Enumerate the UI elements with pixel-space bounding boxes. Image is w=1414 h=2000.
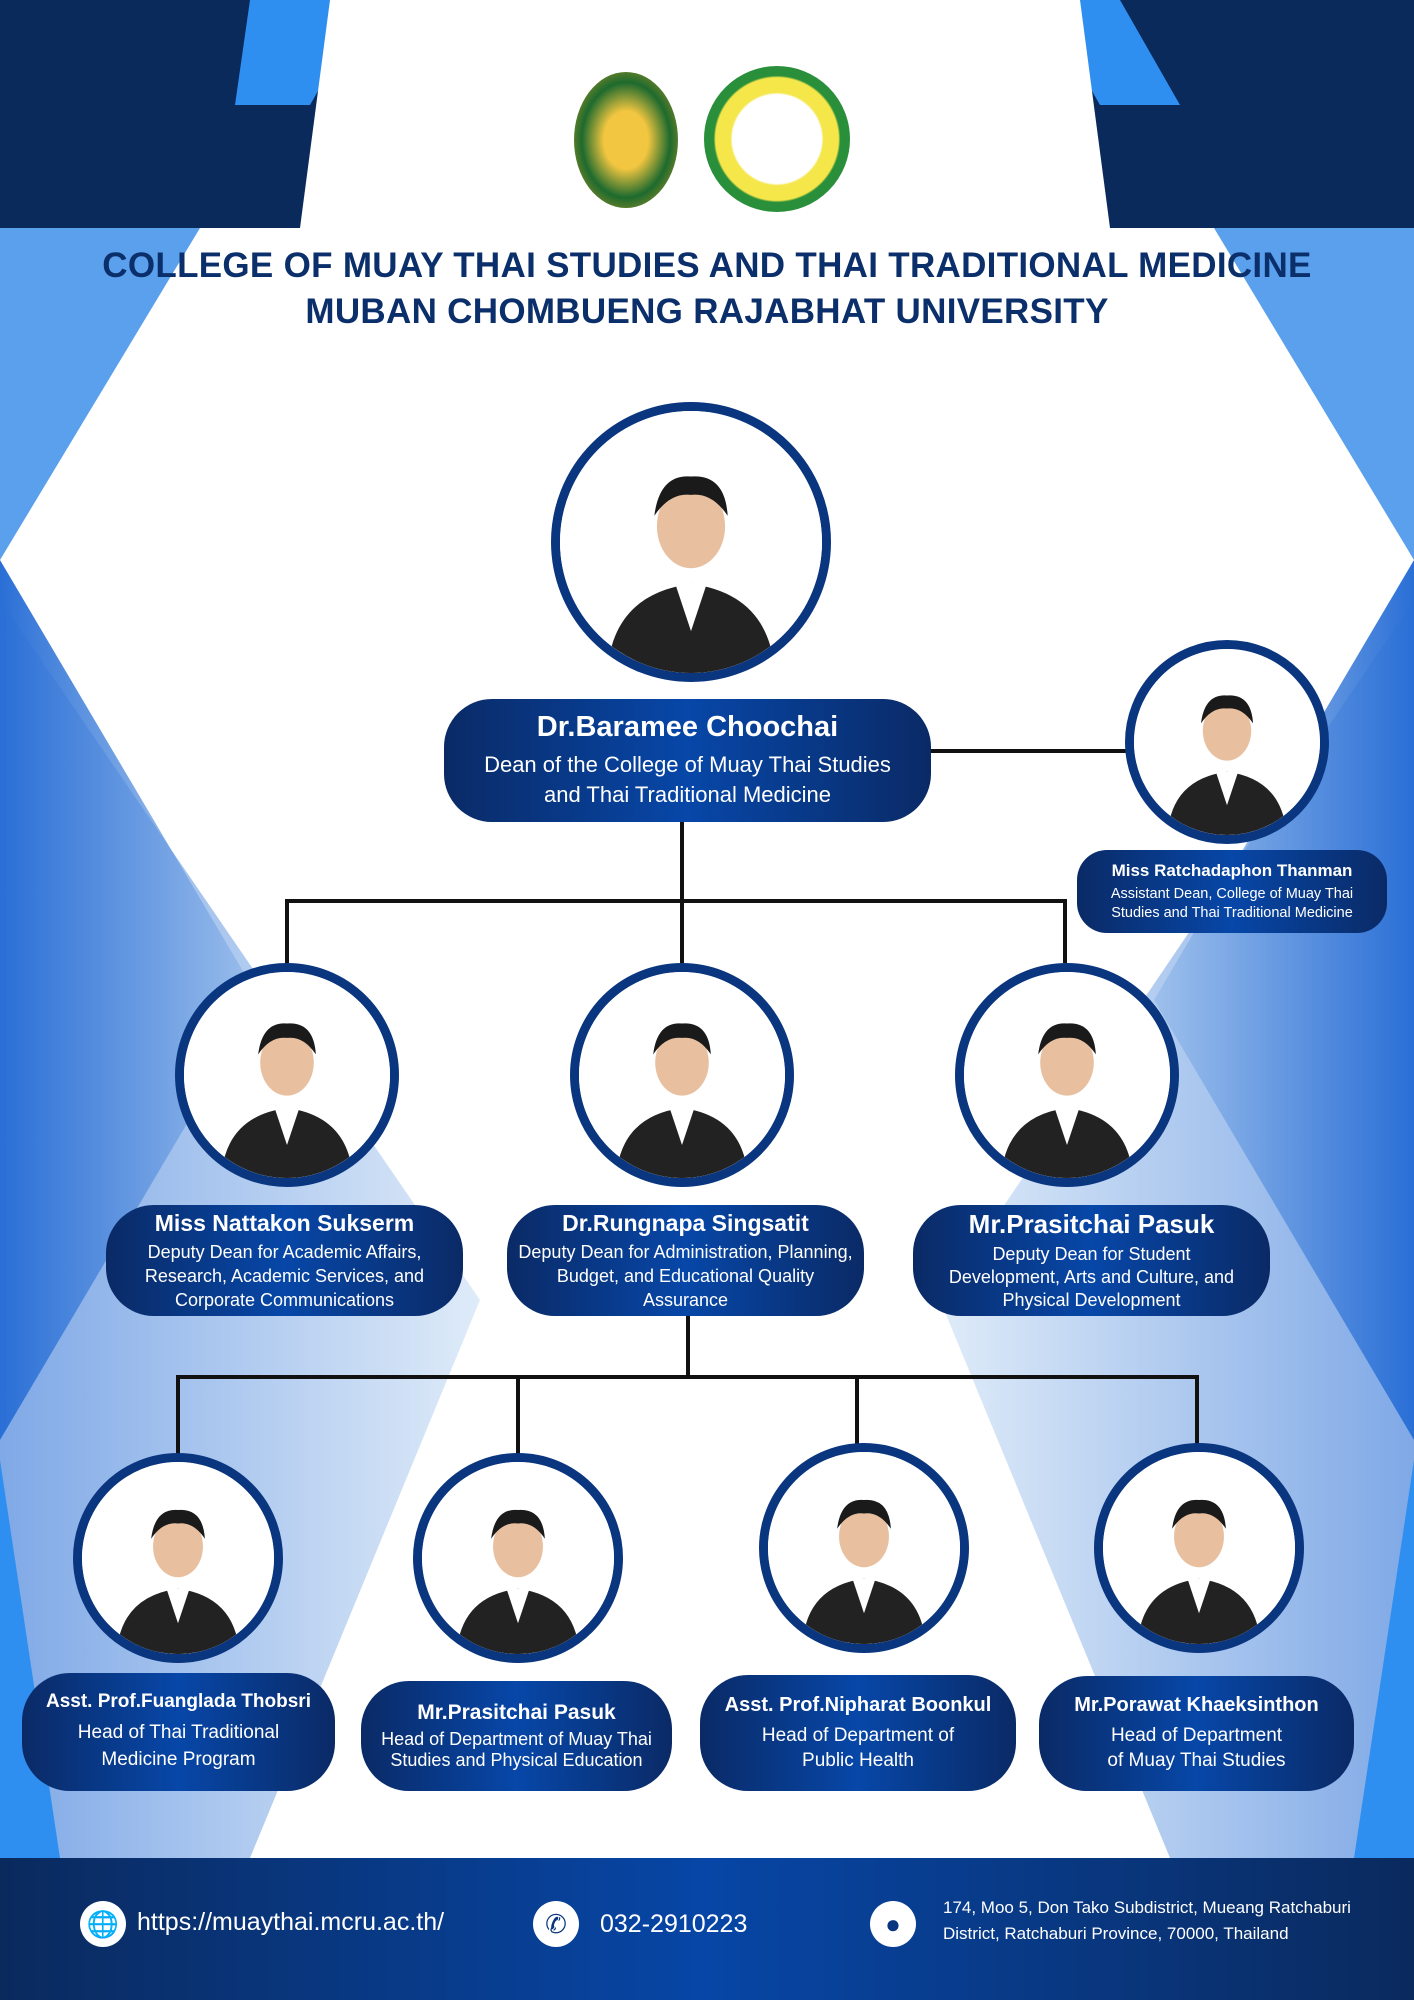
connector: [176, 1375, 180, 1455]
deputy-title: Deputy Dean for Administration, Planning…: [518, 1241, 853, 1310]
connector: [686, 1316, 690, 1379]
connector: [855, 1375, 859, 1445]
head-card: Mr.Porawat Khaeksinthon Head of Departme…: [1039, 1676, 1354, 1791]
connector: [285, 899, 289, 963]
deputy-name: Mr.Prasitchai Pasuk: [968, 1209, 1215, 1239]
website-link[interactable]: https://muaythai.mcru.ac.th/: [137, 1908, 445, 1936]
assistant-dean-card: Miss Ratchadaphon Thanman Assistant Dean…: [1077, 850, 1387, 933]
connector: [516, 1375, 520, 1455]
head-card: Mr.Prasitchai Pasuk Head of Department o…: [361, 1681, 672, 1791]
deputy-photo: [570, 963, 794, 1187]
head-photo: [1094, 1443, 1304, 1653]
location-pin-icon: ●: [870, 1901, 916, 1947]
connector: [1063, 899, 1067, 963]
assistant-dean-title: Assistant Dean, College of Muay Thai Stu…: [1110, 885, 1354, 921]
college-logo: [704, 66, 850, 212]
head-name: Asst. Prof.Nipharat Boonkul: [724, 1693, 992, 1716]
head-title: Head of Department of Muay Thai Studies …: [381, 1729, 652, 1770]
university-title: MUBAN CHOMBUENG RAJABHAT UNIVERSITY: [305, 292, 1109, 331]
deputy-card: Dr.Rungnapa Singsatit Deputy Dean for Ad…: [507, 1205, 864, 1316]
connector: [285, 899, 1067, 903]
connector: [1195, 1375, 1199, 1445]
address-line-1: 174, Moo 5, Don Tako Subdistrict, Mueang…: [943, 1898, 1351, 1917]
head-name: Asst. Prof.Fuanglada Thobsri: [46, 1691, 311, 1712]
dean-card: Dr.Baramee Choochai Dean of the College …: [444, 699, 931, 822]
head-title: Head of Thai Traditional Medicine Progra…: [77, 1722, 280, 1770]
address-line-2: District, Ratchaburi Province, 70000, Th…: [943, 1924, 1289, 1943]
globe-icon: 🌐: [80, 1901, 126, 1947]
deputy-photo: [175, 963, 399, 1187]
phone-icon: ✆: [533, 1901, 579, 1947]
dean-name: Dr.Baramee Choochai: [536, 711, 839, 743]
university-seal-logo: [574, 72, 678, 208]
head-title: Head of Department of Public Health: [761, 1724, 955, 1771]
phone-number: 032-2910223: [600, 1910, 748, 1938]
deputy-card: Miss Nattakon Sukserm Deputy Dean for Ac…: [106, 1205, 463, 1316]
dean-title: Dean of the College of Muay Thai Studies…: [484, 752, 891, 807]
connector: [680, 822, 684, 963]
connector: [176, 1375, 1199, 1379]
head-name: Mr.Prasitchai Pasuk: [417, 1701, 616, 1724]
head-photo: [413, 1453, 623, 1663]
assistant-dean-name: Miss Ratchadaphon Thanman: [1111, 860, 1353, 880]
connector: [931, 749, 1128, 753]
deputy-name: Dr.Rungnapa Singsatit: [562, 1209, 809, 1236]
deputy-card: Mr.Prasitchai Pasuk Deputy Dean for Stud…: [913, 1205, 1270, 1316]
head-card: Asst. Prof.Nipharat Boonkul Head of Depa…: [700, 1675, 1016, 1791]
dean-photo: [551, 402, 831, 682]
deputy-photo: [955, 963, 1179, 1187]
head-card: Asst. Prof.Fuanglada Thobsri Head of Tha…: [22, 1673, 335, 1791]
college-title: COLLEGE OF MUAY THAI STUDIES AND THAI TR…: [102, 246, 1312, 285]
deputy-title: Deputy Dean for Academic Affairs, Resear…: [144, 1241, 425, 1310]
head-photo: [759, 1443, 969, 1653]
deputy-title: Deputy Dean for Student Development, Art…: [948, 1244, 1235, 1310]
head-name: Mr.Porawat Khaeksinthon: [1074, 1694, 1319, 1716]
assistant-dean-photo: [1125, 640, 1329, 844]
head-photo: [73, 1453, 283, 1663]
head-title: Head of Department of Muay Thai Studies: [1107, 1725, 1286, 1771]
deputy-name: Miss Nattakon Sukserm: [154, 1209, 415, 1236]
footer: 🌐 https://muaythai.mcru.ac.th/ ✆ 032-291…: [0, 1858, 1414, 2000]
